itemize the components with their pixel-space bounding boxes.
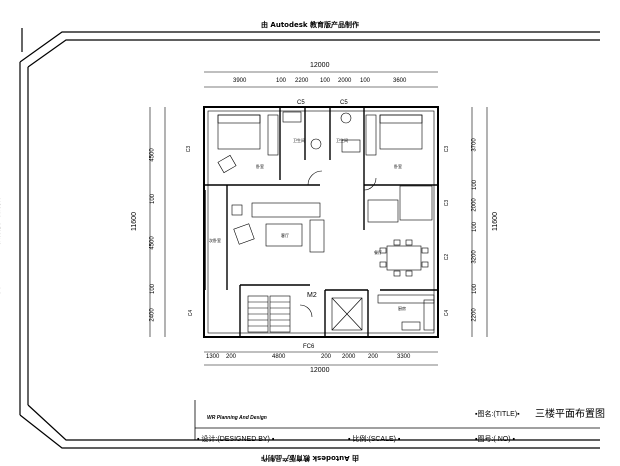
dim-right-seg: 100	[472, 283, 479, 295]
dim-right-seg: 2200	[471, 308, 478, 322]
dim-left-seg: 100	[150, 193, 157, 205]
dim-left-seg: 2400	[149, 308, 156, 322]
window-tag: C4	[444, 309, 451, 317]
dim-left-seg: 100	[150, 283, 157, 295]
dim-top-seg: 3900	[233, 78, 247, 84]
designer-note: WR Planning And Design	[207, 415, 267, 421]
dim-bottom-total: 12000	[310, 367, 330, 374]
dim-top-total: 12000	[310, 62, 330, 69]
dim-top-seg: 2000	[338, 78, 352, 84]
dim-bottom-seg: 200	[368, 354, 379, 360]
dim-left-total: 11600	[130, 212, 138, 231]
room-label: 次卧室	[209, 238, 221, 243]
room-label: 卫生间	[336, 138, 348, 143]
dim-bottom-seg: 200	[226, 354, 237, 360]
dim-right-seg: 100	[472, 221, 479, 233]
furniture	[217, 111, 435, 333]
room-label: 卫生间	[293, 138, 305, 143]
room-label: 餐厅	[374, 250, 382, 255]
window-tag: C4	[188, 309, 195, 317]
room-label: 卧室	[256, 164, 264, 169]
interior-walls	[204, 108, 437, 336]
dim-top-seg: 100	[276, 78, 287, 84]
dim-top-seg: 100	[360, 78, 371, 84]
dim-bottom-seg: 3300	[397, 354, 411, 360]
dim-left-seg: 4500	[149, 236, 156, 250]
title-label: ▪图名:(TITLE)▪	[475, 411, 520, 418]
window-tag: C2	[444, 253, 451, 261]
window-tag: C3	[444, 145, 451, 153]
dim-bottom-seg: 4800	[272, 354, 286, 360]
scale-label: ▪ 比例:(SCALE) ▪	[348, 436, 401, 443]
sheet-frame	[19, 28, 600, 449]
room-label: 客厅	[281, 233, 289, 238]
dim-right-seg: 3700	[471, 138, 478, 152]
dim-top-seg: 3600	[393, 78, 407, 84]
dim-bottom-seg: 1300	[206, 354, 220, 360]
window-tag: C5	[297, 100, 305, 106]
dim-right-total: 11600	[491, 212, 499, 231]
dimension-lines	[149, 71, 488, 366]
drawing-title: 三楼平面布置图	[535, 409, 605, 420]
room-label: 卧室	[394, 164, 402, 169]
watermark-top: 由 Autodesk 教育版产品制作	[260, 21, 359, 29]
dim-right-seg: 3200	[471, 250, 478, 264]
door-tag: M2	[307, 292, 317, 299]
dim-bottom-seg: 200	[321, 354, 332, 360]
window-tag: C3	[444, 199, 451, 207]
outer-walls	[203, 106, 439, 338]
dim-right-seg: 2000	[471, 198, 478, 212]
window-tag: C5	[340, 100, 348, 106]
dim-bottom-seg: 2000	[342, 354, 356, 360]
dim-top-seg: 100	[320, 78, 331, 84]
window-tag: C3	[186, 145, 193, 153]
door-tag: FC6	[303, 344, 315, 350]
designed-by-label: ▪ 设计:(DESIGNED BY) ▪	[197, 436, 275, 443]
drawing-number-label: ▪图号:( NO) ▪	[475, 436, 515, 443]
dim-right-seg: 100	[472, 179, 479, 191]
title-block-lines	[194, 400, 600, 440]
dim-left-seg: 4500	[149, 148, 156, 162]
dim-top-seg: 2200	[295, 78, 309, 84]
room-label: 厨房	[398, 306, 406, 311]
